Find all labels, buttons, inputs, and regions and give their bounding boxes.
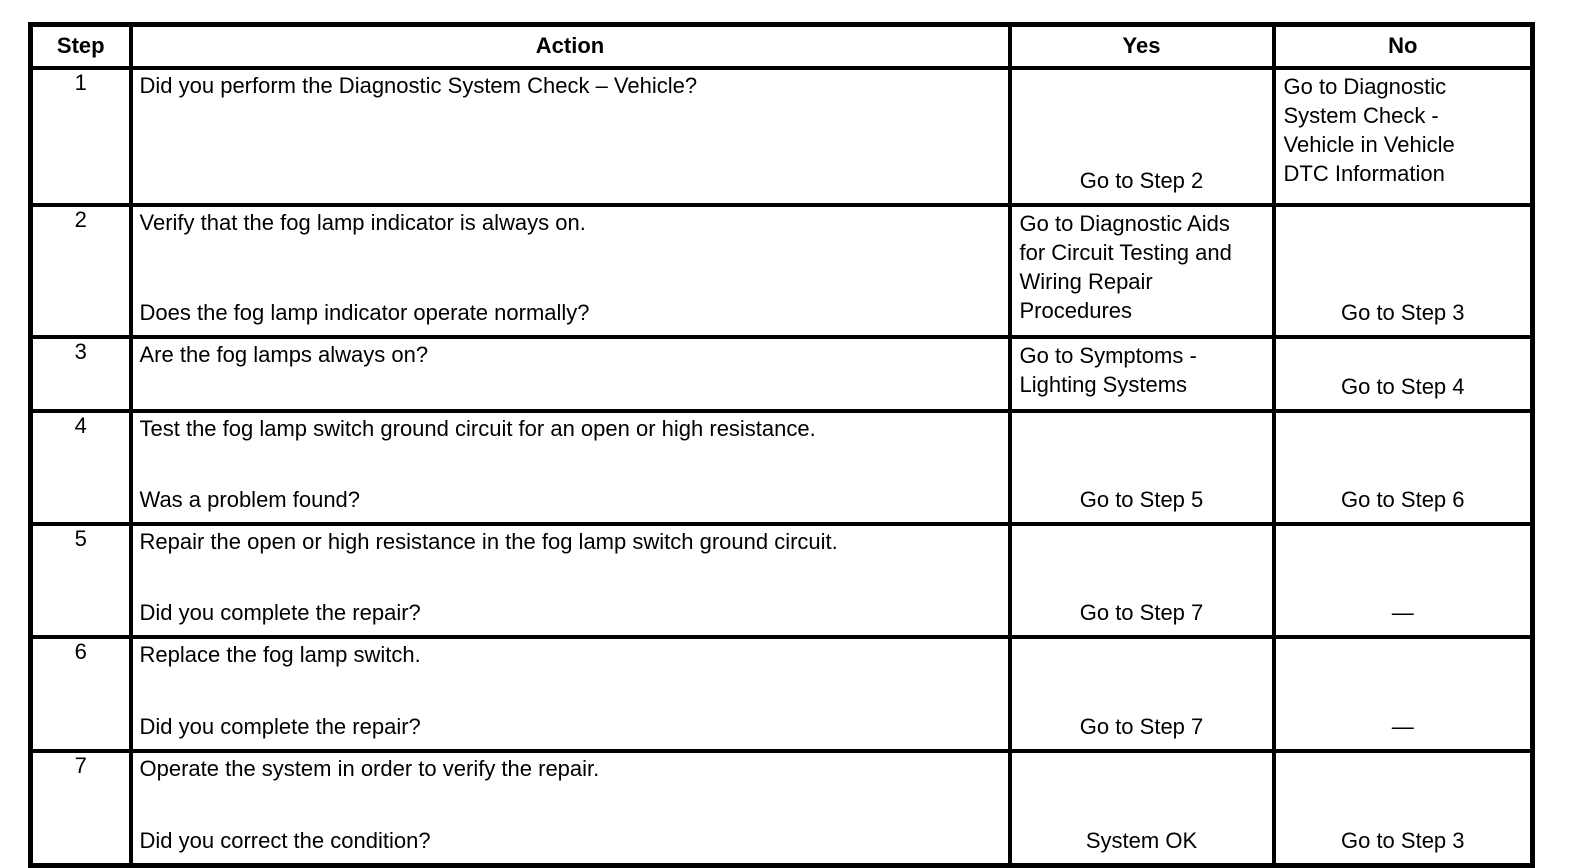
table-row: 1 Did you perform the Diagnostic System … xyxy=(28,66,1535,207)
action-cell: Replace the fog lamp switch. Did you com… xyxy=(128,635,1012,753)
no-cell: Go to Diagnostic System Check - Vehicle … xyxy=(1271,66,1535,207)
no-cell: Go to Step 3 xyxy=(1271,749,1535,868)
no-result: Go to Step 6 xyxy=(1340,487,1465,512)
action-cell: Repair the open or high resistance in th… xyxy=(128,522,1012,639)
diagnostic-table: Step Action Yes No 1 Did you perform the… xyxy=(28,22,1535,868)
header-yes: Yes xyxy=(1007,22,1276,70)
no-result-dash: — xyxy=(1391,714,1414,739)
yes-cell: System OK xyxy=(1007,749,1276,868)
action-text: Verify that the fog lamp indicator is al… xyxy=(139,210,586,235)
question-text: Was a problem found? xyxy=(139,487,361,512)
action-cell: Verify that the fog lamp indicator is al… xyxy=(128,203,1012,339)
yes-result: Go to Step 2 xyxy=(1079,168,1204,193)
action-text: Operate the system in order to verify th… xyxy=(139,756,600,781)
no-cell: Go to Step 3 xyxy=(1271,203,1535,339)
no-result: Go to Step 4 xyxy=(1340,374,1465,399)
header-action: Action xyxy=(128,22,1012,70)
table-row: 7 Operate the system in order to verify … xyxy=(28,749,1535,868)
action-text: Did you perform the Diagnostic System Ch… xyxy=(139,73,698,98)
no-result: Go to Diagnostic System Check - Vehicle … xyxy=(1283,74,1455,186)
action-text: Test the fog lamp switch ground circuit … xyxy=(139,416,816,441)
yes-cell: Go to Step 7 xyxy=(1007,522,1276,639)
action-text: Replace the fog lamp switch. xyxy=(139,642,421,667)
yes-result: Go to Symptoms - Lighting Systems xyxy=(1019,343,1197,397)
step-number: 4 xyxy=(28,409,133,526)
table-row: 5 Repair the open or high resistance in … xyxy=(28,522,1535,639)
header-no: No xyxy=(1271,22,1535,70)
yes-cell: Go to Step 5 xyxy=(1007,409,1276,526)
yes-cell: Go to Diagnostic Aids for Circuit Testin… xyxy=(1007,203,1276,339)
action-cell: Did you perform the Diagnostic System Ch… xyxy=(128,66,1012,207)
no-cell: Go to Step 6 xyxy=(1271,409,1535,526)
action-cell: Test the fog lamp switch ground circuit … xyxy=(128,409,1012,526)
no-result-dash: — xyxy=(1391,600,1414,625)
step-number: 1 xyxy=(28,66,133,207)
action-text: Are the fog lamps always on? xyxy=(139,342,429,367)
yes-result: Go to Step 7 xyxy=(1079,600,1204,625)
no-cell: Go to Step 4 xyxy=(1271,335,1535,413)
action-cell: Are the fog lamps always on? xyxy=(128,335,1012,413)
step-number: 6 xyxy=(28,635,133,753)
table-row: 2 Verify that the fog lamp indicator is … xyxy=(28,203,1535,339)
question-text: Did you complete the repair? xyxy=(139,714,421,739)
step-number: 2 xyxy=(28,203,133,339)
question-text: Did you correct the condition? xyxy=(139,828,431,853)
question-text: Did you complete the repair? xyxy=(139,600,421,625)
header-row: Step Action Yes No xyxy=(28,22,1535,70)
yes-result: Go to Diagnostic Aids for Circuit Testin… xyxy=(1019,211,1232,323)
step-number: 7 xyxy=(28,749,133,868)
no-result: Go to Step 3 xyxy=(1340,300,1465,325)
yes-cell: Go to Step 2 xyxy=(1007,66,1276,207)
no-result: Go to Step 3 xyxy=(1340,828,1465,853)
step-number: 3 xyxy=(28,335,133,413)
yes-result: System OK xyxy=(1085,828,1198,853)
yes-result: Go to Step 7 xyxy=(1079,714,1204,739)
no-cell: — xyxy=(1271,635,1535,753)
no-cell: — xyxy=(1271,522,1535,639)
step-number: 5 xyxy=(28,522,133,639)
yes-cell: Go to Step 7 xyxy=(1007,635,1276,753)
action-cell: Operate the system in order to verify th… xyxy=(128,749,1012,868)
yes-cell: Go to Symptoms - Lighting Systems xyxy=(1007,335,1276,413)
action-text: Repair the open or high resistance in th… xyxy=(139,529,838,554)
header-step: Step xyxy=(28,22,133,70)
table-row: 4 Test the fog lamp switch ground circui… xyxy=(28,409,1535,526)
question-text: Does the fog lamp indicator operate norm… xyxy=(139,300,590,325)
yes-result: Go to Step 5 xyxy=(1079,487,1204,512)
table-row: 3 Are the fog lamps always on? Go to Sym… xyxy=(28,335,1535,413)
table-row: 6 Replace the fog lamp switch. Did you c… xyxy=(28,635,1535,753)
